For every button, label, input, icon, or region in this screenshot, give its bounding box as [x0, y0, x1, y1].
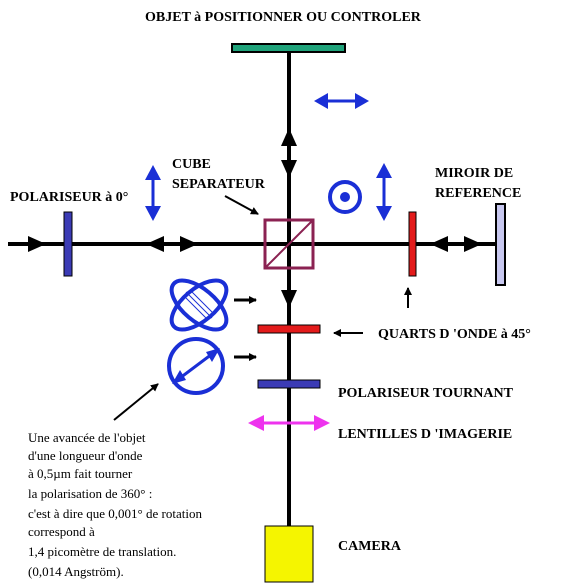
mirror-label-line2: REFERENCE: [435, 186, 521, 201]
pointer-cube: [224, 195, 259, 215]
camera-body: [264, 525, 314, 583]
note-line: correspond à: [28, 524, 95, 539]
polarization-vertical-arrow-right: [376, 163, 392, 221]
object-title: OBJET à POSITIONNER OU CONTROLER: [145, 10, 422, 25]
imaging-lenses-label: LENTILLES D 'IMAGERIE: [338, 427, 512, 442]
pointer-note: [113, 383, 159, 421]
beam-direction-upper: [281, 128, 297, 178]
imaging-lens-arrow: [248, 415, 330, 431]
quarter-wave-plate-reference: [408, 211, 417, 277]
quarter-wave-plate-output: [257, 324, 321, 334]
note-line: 1,4 picomètre de translation.: [28, 544, 176, 559]
rotating-polarization-symbol: [167, 337, 225, 395]
note-line: d'une longueur d'onde: [28, 448, 143, 463]
rotating-polarizer: [257, 379, 321, 389]
rotating-polarizer-label: POLARISEUR TOURNANT: [338, 386, 514, 401]
note-line: c'est à dire que 0,001° de rotation: [28, 506, 202, 521]
explanation-note: Une avancée de l'objet d'une longueur d'…: [28, 430, 202, 579]
beam-direction-right: [430, 236, 482, 252]
mirror-label-line1: MIROIR DE: [435, 166, 513, 181]
note-line: (0,014 Angström).: [28, 564, 124, 579]
cube-label-line1: CUBE: [172, 157, 211, 172]
note-line: à 0,5µm fait tourner: [28, 466, 133, 481]
reference-mirror: [495, 203, 506, 286]
polarizer-0: [63, 211, 73, 277]
quarter-wave-label: QUARTS D 'ONDE à 45°: [378, 327, 531, 342]
beam-direction-lower: [281, 290, 297, 308]
polarizer0-label: POLARISEUR à 0°: [10, 190, 128, 205]
polarization-circle-symbol: [328, 180, 362, 214]
cube-label-line2: SEPARATEUR: [172, 177, 266, 192]
polarization-horizontal-arrow: [314, 93, 369, 109]
polarization-vertical-arrow-left: [145, 165, 161, 221]
beam-splitter-cube: [263, 218, 315, 270]
camera-label: CAMERA: [338, 539, 402, 554]
note-line: la polarisation de 360° :: [28, 486, 152, 501]
object-plate: [231, 43, 346, 53]
beam-input-arrow: [28, 236, 46, 252]
note-line: Une avancée de l'objet: [28, 430, 146, 445]
beam-direction-left: [146, 236, 198, 252]
crossed-ellipses-symbol: [169, 278, 229, 332]
